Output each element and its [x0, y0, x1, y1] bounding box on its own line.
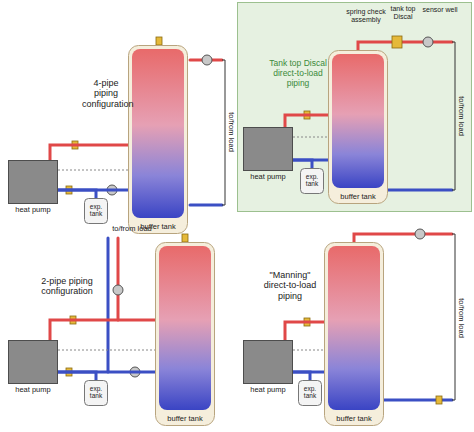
unit-label: exp. tank	[298, 386, 322, 400]
heat-pump: heat pump	[8, 340, 58, 395]
heat-pump: heat pump	[243, 340, 293, 395]
highlight-panel: Tank top Discal direct-to-load piping hea…	[237, 2, 472, 212]
expansion-tank: exp. tank	[84, 380, 108, 406]
unit-label: heat pump	[243, 173, 293, 182]
supply-pipe	[50, 320, 155, 340]
callout-label: to/from load	[100, 225, 164, 234]
valve	[66, 36, 442, 404]
heat-pump-unit	[8, 160, 58, 204]
heat-pump-unit	[243, 127, 293, 171]
buffer-tank: buffer tank	[128, 45, 188, 234]
unit-label: exp. tank	[84, 204, 108, 218]
tank-label: buffer tank	[324, 415, 384, 424]
callout-label: 4-pipe piping configuration	[82, 78, 130, 109]
return-pipe	[58, 190, 96, 198]
panel-title: Tank top Discal direct-to-load piping	[269, 59, 327, 88]
load-label: to/from load	[227, 112, 236, 152]
load-label: to/from load	[457, 96, 466, 136]
unit-label: exp. tank	[84, 386, 108, 400]
supply-pipe	[285, 115, 328, 127]
unit-label: heat pump	[8, 386, 58, 395]
callout-label: 2-pipe piping configuration	[36, 276, 98, 297]
tank-shape	[128, 45, 188, 234]
heat-pump-unit	[8, 340, 58, 384]
tank-label: buffer tank	[328, 193, 388, 202]
tank-label: buffer tank	[155, 415, 215, 424]
expansion-tank: exp. tank	[84, 198, 108, 224]
return-pipe	[58, 372, 96, 380]
buffer-tank: buffer tank	[324, 242, 384, 426]
callout-label: spring check assembly	[346, 8, 386, 24]
callout-label: tank top Discal	[388, 5, 418, 21]
expansion-tank: exp. tank	[298, 380, 322, 406]
callout-label: "Manning" direct-to-load piping	[258, 270, 322, 301]
unit-label: heat pump	[243, 386, 293, 395]
return-pipe	[293, 160, 312, 168]
buffer-tank: buffer tank	[155, 242, 215, 426]
buffer-tank: buffer tank	[328, 50, 388, 204]
heat-pump-unit	[243, 340, 293, 384]
tank-shape	[155, 242, 215, 426]
return-pipe	[293, 372, 310, 380]
panel-ground	[237, 2, 472, 212]
load-label: to/from load	[457, 298, 466, 338]
heat-pump: heat pump	[243, 127, 293, 182]
tank-shape	[324, 242, 384, 426]
supply-pipe	[50, 145, 128, 160]
tank-shape	[328, 50, 388, 204]
supply-pipe	[285, 322, 324, 340]
unit-label: heat pump	[8, 206, 58, 215]
heat-pump: heat pump	[8, 160, 58, 215]
callout-label: sensor well	[420, 6, 460, 14]
unit-label: exp. tank	[300, 174, 324, 188]
expansion-tank: exp. tank	[300, 168, 324, 194]
